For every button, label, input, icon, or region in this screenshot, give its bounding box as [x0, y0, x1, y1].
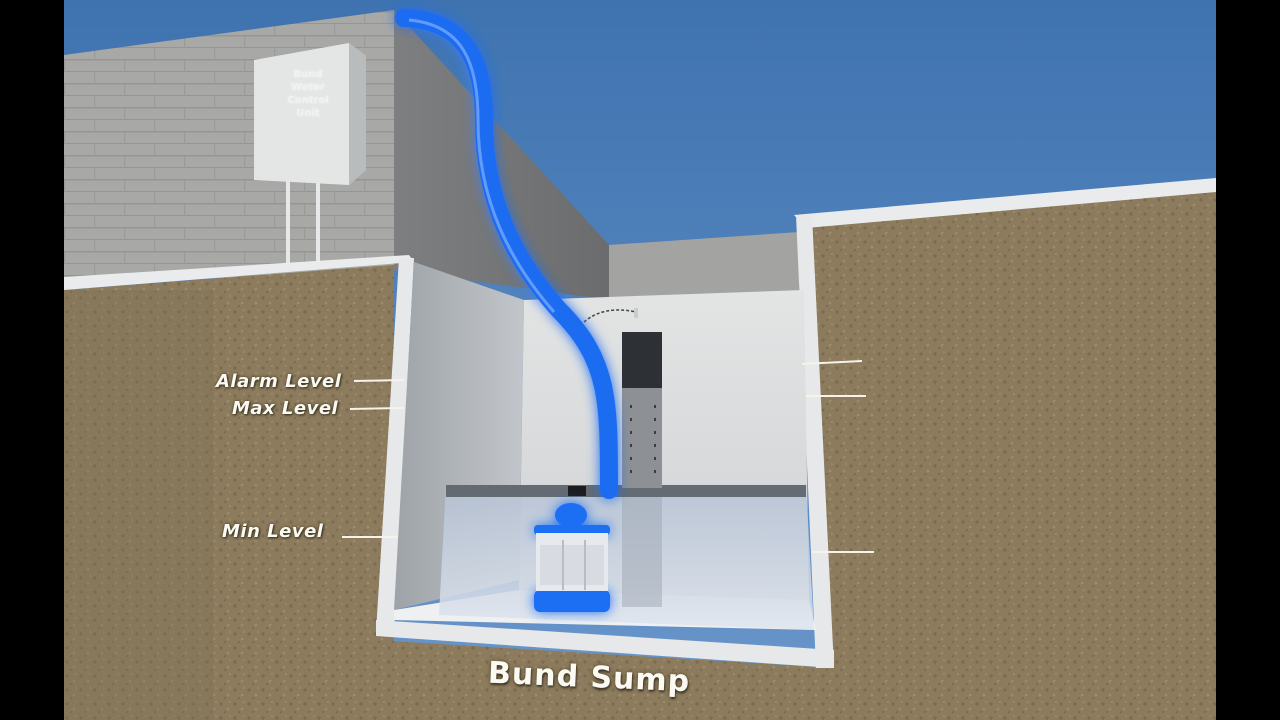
sensor-cable [583, 309, 637, 323]
building-wall-back [609, 232, 799, 300]
soil-left [64, 265, 394, 720]
soil-bottom [364, 640, 834, 720]
control-unit-label: Bund Water Control Unit [276, 68, 340, 120]
control-unit-line-3: Control [287, 95, 329, 106]
alarm-level-tick [353, 379, 405, 382]
alarm-level-tick-right [801, 360, 863, 365]
ground-edge-left [64, 255, 414, 290]
control-unit-line-4: Unit [296, 108, 320, 119]
water-surface [446, 485, 806, 497]
control-unit-line-2: Water [291, 82, 325, 93]
alarm-level-label: Alarm Level [216, 371, 342, 392]
discharge-hose [395, 9, 618, 499]
letterbox-left [0, 0, 64, 720]
max-level-label: Max Level [232, 398, 339, 419]
max-level-tick [349, 407, 405, 410]
level-sensor-cap [622, 332, 662, 388]
scene-graphic [64, 0, 1216, 720]
control-unit-line-1: Bund [293, 69, 323, 80]
letterbox-right [1216, 0, 1280, 720]
soil-right [806, 185, 1216, 720]
bund-sump-diagram: Bund Water Control Unit Alarm Level Max … [64, 0, 1216, 720]
ground-edge-right [794, 178, 1216, 228]
control-unit-post-left [286, 180, 290, 265]
pit-floor-edge [376, 620, 834, 668]
control-unit-box [254, 43, 366, 185]
building-wall-corner [394, 10, 609, 300]
submersible-pump [534, 503, 610, 612]
control-unit-post-right [316, 180, 320, 265]
pit-wall-left-edge [376, 258, 414, 632]
min-level-label: Min Level [222, 521, 324, 542]
pit-wall-right-edge [796, 215, 834, 668]
